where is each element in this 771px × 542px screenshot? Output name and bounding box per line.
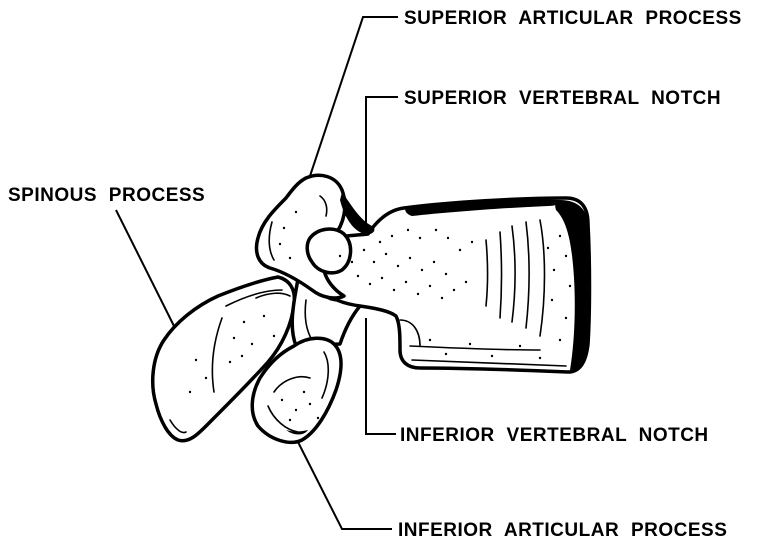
label-superior-vertebral-notch: SUPERIOR VERTEBRAL NOTCH [404, 88, 721, 109]
label-spinous-process: SPINOUS PROCESS [8, 185, 205, 206]
leader-inferior-articular-process [298, 442, 392, 529]
label-superior-articular-process: SUPERIOR ARTICULAR PROCESS [404, 8, 742, 29]
label-inferior-vertebral-notch: INFERIOR VERTEBRAL NOTCH [400, 425, 709, 446]
leader-superior-vertebral-notch [366, 97, 398, 228]
label-inferior-articular-process: INFERIOR ARTICULAR PROCESS [398, 520, 727, 541]
leader-inferior-vertebral-notch [366, 318, 396, 434]
